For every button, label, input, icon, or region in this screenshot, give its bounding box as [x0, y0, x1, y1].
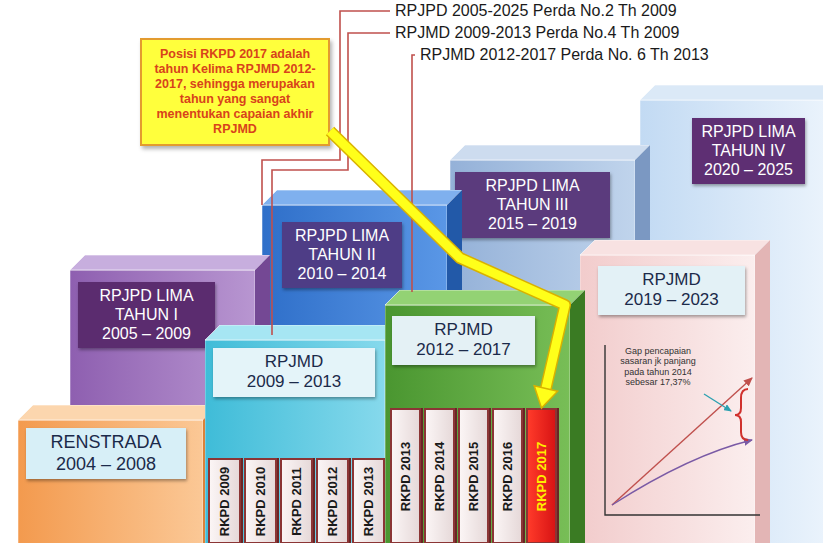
- pillar-year: RKPD 2012: [325, 466, 340, 535]
- rkpd-pillar: RKPD 2013: [352, 458, 385, 543]
- label-plate: RPJPD LIMA TAHUN II2010 – 2014: [282, 222, 402, 288]
- label-wrap: RPJMD 2012-2017 Perda No. 6 Th 2013: [420, 46, 709, 64]
- arrow-head: [534, 386, 557, 408]
- front-face: [385, 305, 570, 543]
- top-face: [450, 145, 650, 160]
- block-years: 2010 – 2014: [287, 264, 397, 283]
- block-years: 2005 – 2009: [83, 324, 210, 343]
- regulation-label: RPJMD 2009-2013 Perda No.4 Th 2009: [395, 24, 679, 42]
- top-face: [18, 405, 218, 420]
- chart-axes: [605, 345, 760, 515]
- block-title: RPJPD LIMA TAHUN IV: [697, 122, 800, 160]
- top-face: [580, 240, 770, 255]
- rkpd-pillar: RKPD 2016: [492, 408, 523, 543]
- block-years: 2009 – 2013: [218, 372, 370, 392]
- block-years: 2020 – 2025: [697, 160, 800, 179]
- side-face: [755, 240, 770, 543]
- pillar-year: RKPD 2011: [289, 467, 304, 536]
- pillar-year: RKPD 2013: [361, 466, 376, 535]
- regulation-label: RPJMD 2012-2017 Perda No. 6 Th 2013: [420, 46, 709, 64]
- label-plate: RPJMD2019 – 2023: [598, 266, 745, 315]
- rkpd-pillar: RKPD 2009: [208, 458, 241, 543]
- rkpd-pillar: RKPD 2013: [390, 408, 421, 543]
- label-plate: RPJMD2009 – 2013: [213, 348, 375, 397]
- top-face: [262, 190, 462, 205]
- 3d-block: RPJMD2009 – 2013RKPD 2009 RKPD 2010 RKPD 2…: [205, 325, 400, 543]
- block-years: 2004 – 2008: [31, 454, 181, 476]
- pillar-year: RKPD 2009: [217, 466, 232, 535]
- block-title: RPJPD LIMA TAHUN III: [460, 176, 605, 214]
- arrow-body: [330, 131, 565, 389]
- arrow-outline: [330, 131, 565, 389]
- rkpd-pillar: RKPD 2014: [424, 408, 455, 543]
- regulation-label: RPJPD 2005-2025 Perda No.2 Th 2009: [395, 2, 677, 20]
- leader-line: [412, 55, 415, 292]
- rkpd-pillar: RKPD 2010: [244, 458, 277, 543]
- block-years: 2015 – 2019: [460, 214, 605, 233]
- pillar-year: RKPD 2013: [398, 441, 413, 510]
- pillar-year: RKPD 2010: [253, 466, 268, 535]
- front-face: [580, 255, 755, 543]
- actual-trend-line: [612, 440, 752, 505]
- block-title: RPJMD: [603, 270, 740, 290]
- rkpd-pillar: RKPD 2017: [526, 408, 557, 543]
- 3d-block: RENSTRADA2004 – 2008: [18, 405, 218, 543]
- gap-pointer: [704, 394, 731, 411]
- label-wrap: RPJMD 2009-2013 Perda No.4 Th 2009: [395, 24, 679, 42]
- callout-text: Posisi RKPD 2017 adalah tahun Kelima RPJ…: [149, 47, 321, 137]
- top-face: [70, 255, 270, 270]
- gap-note: Gap pencapaian sasaran jk panjang pada t…: [612, 346, 704, 387]
- label-plate: RPJPD LIMA TAHUN I2005 – 2009: [78, 282, 215, 348]
- rkpd-pillar: RKPD 2012: [316, 458, 349, 543]
- label-plate: RPJPD LIMA TAHUN III2015 – 2019: [455, 172, 610, 238]
- callout-box: Posisi RKPD 2017 adalah tahun Kelima RPJ…: [140, 38, 330, 146]
- label-wrap: RPJPD 2005-2025 Perda No.2 Th 2009: [395, 2, 677, 20]
- side-face: [570, 290, 585, 543]
- rkpd-pillar: RKPD 2015: [458, 408, 489, 543]
- label-plate: RPJMD2012 – 2017: [392, 316, 535, 365]
- gap-bracket: [735, 389, 748, 440]
- pillar-year: RKPD 2015: [466, 441, 481, 510]
- block-title: RPJPD LIMA TAHUN II: [287, 226, 397, 264]
- block-years: 2019 – 2023: [603, 290, 740, 310]
- label-wrap: Gap pencapaian sasaran jk panjang pada t…: [612, 346, 704, 387]
- front-face: [18, 420, 203, 543]
- pillar-year: RKPD 2016: [500, 441, 515, 510]
- block-title: RENSTRADA: [31, 432, 181, 454]
- pillar-year: RKPD 2017: [534, 441, 549, 510]
- target-trend-line: [612, 378, 752, 505]
- front-face: [205, 340, 385, 543]
- top-face: [205, 325, 400, 340]
- callout-arrow: [330, 131, 565, 408]
- top-face: [640, 85, 823, 100]
- block-title: RPJMD: [397, 320, 530, 340]
- pillar-year: RKPD 2014: [432, 441, 447, 510]
- block-title: RPJMD: [218, 352, 370, 372]
- rkpd-pillar: RKPD 2011: [280, 458, 313, 543]
- label-plate: RENSTRADA2004 – 2008: [26, 428, 186, 479]
- block-years: 2012 – 2017: [397, 340, 530, 360]
- label-plate: RPJPD LIMA TAHUN IV2020 – 2025: [692, 118, 805, 184]
- block-title: RPJPD LIMA TAHUN I: [83, 286, 210, 324]
